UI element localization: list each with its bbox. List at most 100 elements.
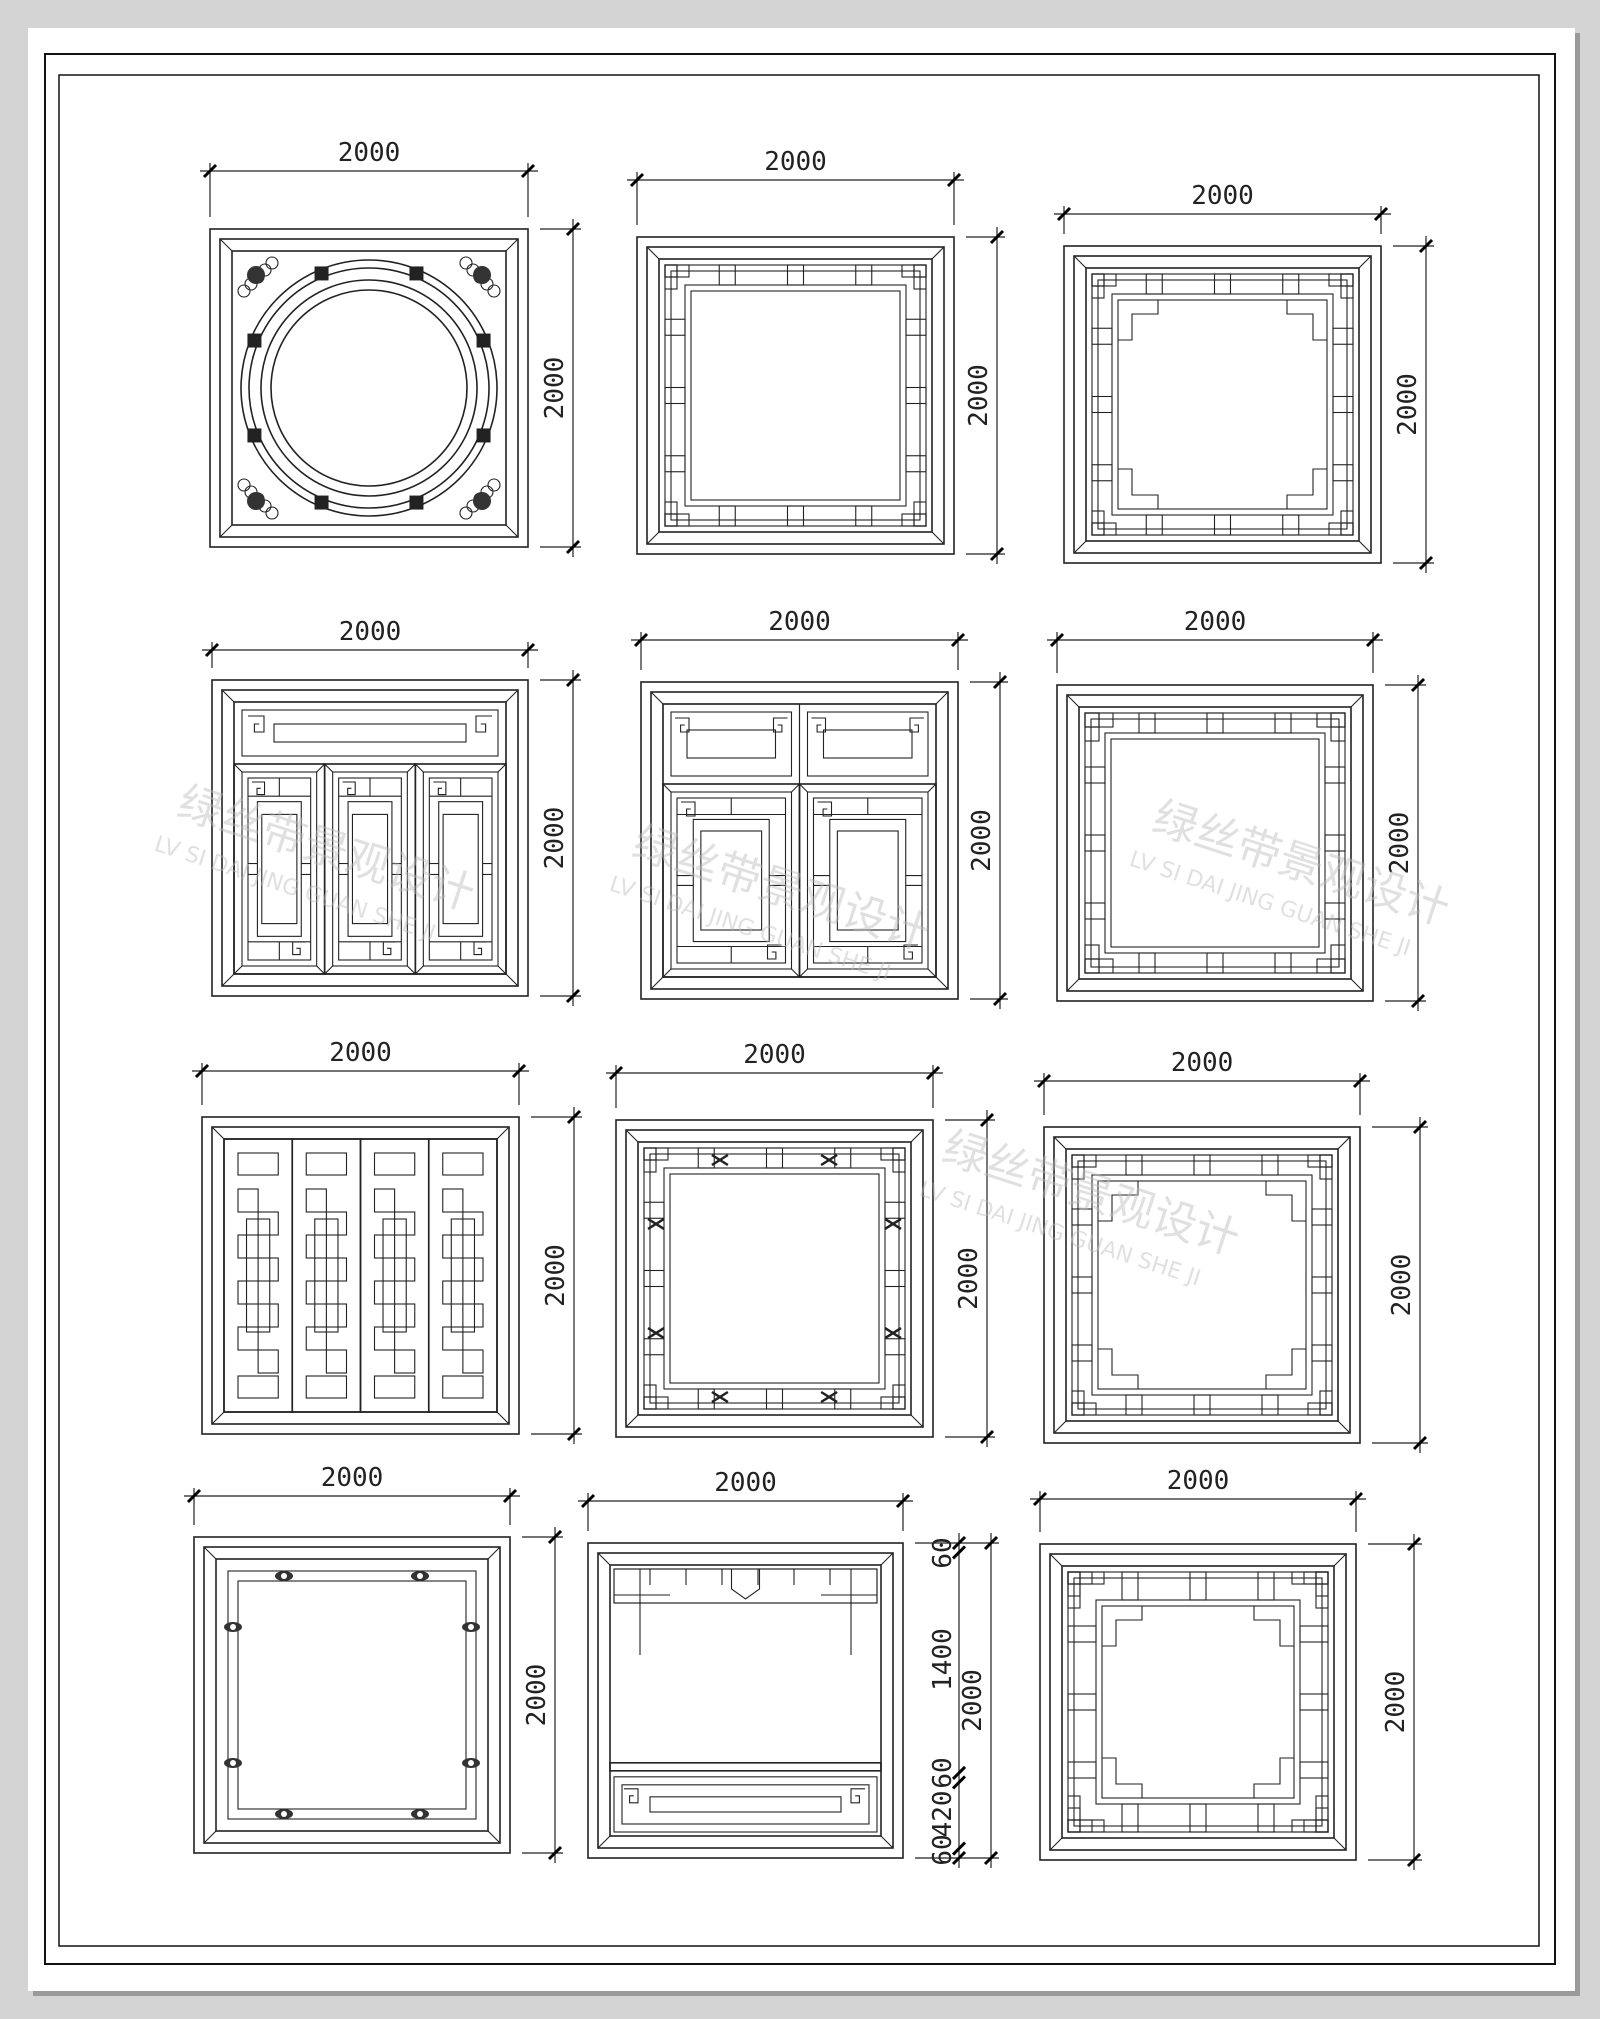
lattice-bar [1324,834,1346,852]
lattice-bar [1311,1208,1333,1226]
height-label: 2000 [541,1244,571,1307]
lattice-bar [905,455,927,473]
height-label: 2000 [522,1664,552,1727]
width-dimension: 2000 [1034,1048,1370,1115]
lattice-bar [643,1269,665,1288]
leaf-pane [314,1218,339,1333]
corner-lattice [1091,273,1105,299]
lattice-bar [834,1147,852,1169]
dimension-tick [629,172,645,188]
dimension-tick [983,1850,999,1866]
leaf-bottom-panel [305,1375,348,1399]
dimension-tick [1410,993,1426,1009]
lattice-bar [1332,464,1354,482]
bevel [316,965,326,975]
stepped-corner [1098,1181,1139,1222]
bevel [1333,1837,1347,1851]
lattice-bar [1213,273,1232,295]
outer-frame [1056,684,1374,1002]
dimension-tick [194,1063,210,1079]
bevel [791,783,800,793]
lattice-bar [1091,327,1113,345]
fret-motif [248,715,265,733]
carved-ornament [230,1624,236,1630]
dimension-tick [989,229,1005,245]
lattice-bar [1261,1154,1279,1176]
height-label: 2000 [540,357,570,420]
height-dimension: 2000 [1372,1117,1428,1453]
height-label: 2000 [964,364,994,427]
bevel [505,973,519,987]
lattice-band-inner [1110,738,1320,948]
frame-rebate [219,238,519,538]
lattice-bar [1145,273,1163,295]
lattice-bar [1071,1208,1093,1226]
bevel [505,238,519,252]
height-label: 2000 [540,807,570,870]
corner-lattice [1319,1154,1333,1180]
stepped-corner [1286,300,1327,341]
width-dimension: 2000 [184,1463,520,1525]
lattice-bar [855,505,873,527]
leaf-grid [394,1257,416,1282]
dimension-tick [951,1775,967,1790]
width-label: 2000 [329,1038,392,1068]
frame-rebate [646,246,945,545]
width-label: 2000 [321,1463,384,1493]
bevel [505,524,519,538]
dimension-tick [979,1429,995,1445]
lattice-bar [1138,712,1156,734]
corner-carving [237,284,251,298]
bevel [931,531,945,545]
stepped-corner [1265,1181,1306,1222]
round-opening-ring [270,289,468,487]
dimension-tick [1049,632,1065,648]
width-label: 2000 [714,1468,777,1498]
fret-motif [382,941,396,956]
ring-ornament [409,266,424,281]
dimension-tick [608,1065,624,1081]
leaf-grid [462,1257,484,1282]
ring-ornament [476,428,491,443]
bevel [880,1552,894,1566]
flower-ornament [711,1153,729,1167]
leaf-top-panel [237,1152,279,1176]
bevel [211,1126,225,1140]
inner-frame [1078,706,1352,980]
height-dimension: 2000 [540,670,581,1006]
lattice-band-inner [1097,279,1348,530]
lattice-bar [664,455,686,473]
inner-frame [658,258,933,533]
lattice-bar [1282,273,1300,295]
lattice-bar [1332,327,1354,345]
bevel [597,1552,611,1566]
leaf-top-panel [442,1152,484,1176]
corner-lattice [913,264,927,290]
corner-carving [473,492,491,510]
leaf-pane-border [438,801,484,937]
height-dimension: 2000 [967,672,1008,1009]
stepped-corner [1265,1348,1306,1389]
width-label: 2000 [339,617,402,647]
lattice-band-inner [649,1153,900,1404]
dimension-tick [202,163,218,179]
bevel [324,763,334,773]
lattice-bar [1206,712,1224,734]
fret-motif [252,781,266,796]
leaf-top-panel [305,1152,348,1176]
lattice-bar [765,1147,784,1169]
sub-dimension-label: 60 [928,1757,958,1788]
bevel [650,691,664,705]
width-dimension: 2000 [1030,1466,1366,1532]
panels-layer: 2000200020002000200020002000200020002000… [184,138,1434,1870]
bevel [1073,540,1087,554]
stepped-corner [1118,300,1159,341]
lattice-bar [884,1269,906,1288]
lattice-bar [664,386,686,405]
outer-frame [587,1542,904,1859]
bevel [324,965,334,975]
dimension-tick [1410,677,1426,693]
lattice-bar [1067,1625,1097,1643]
dimension-tick [950,632,966,648]
bevel [221,973,235,987]
